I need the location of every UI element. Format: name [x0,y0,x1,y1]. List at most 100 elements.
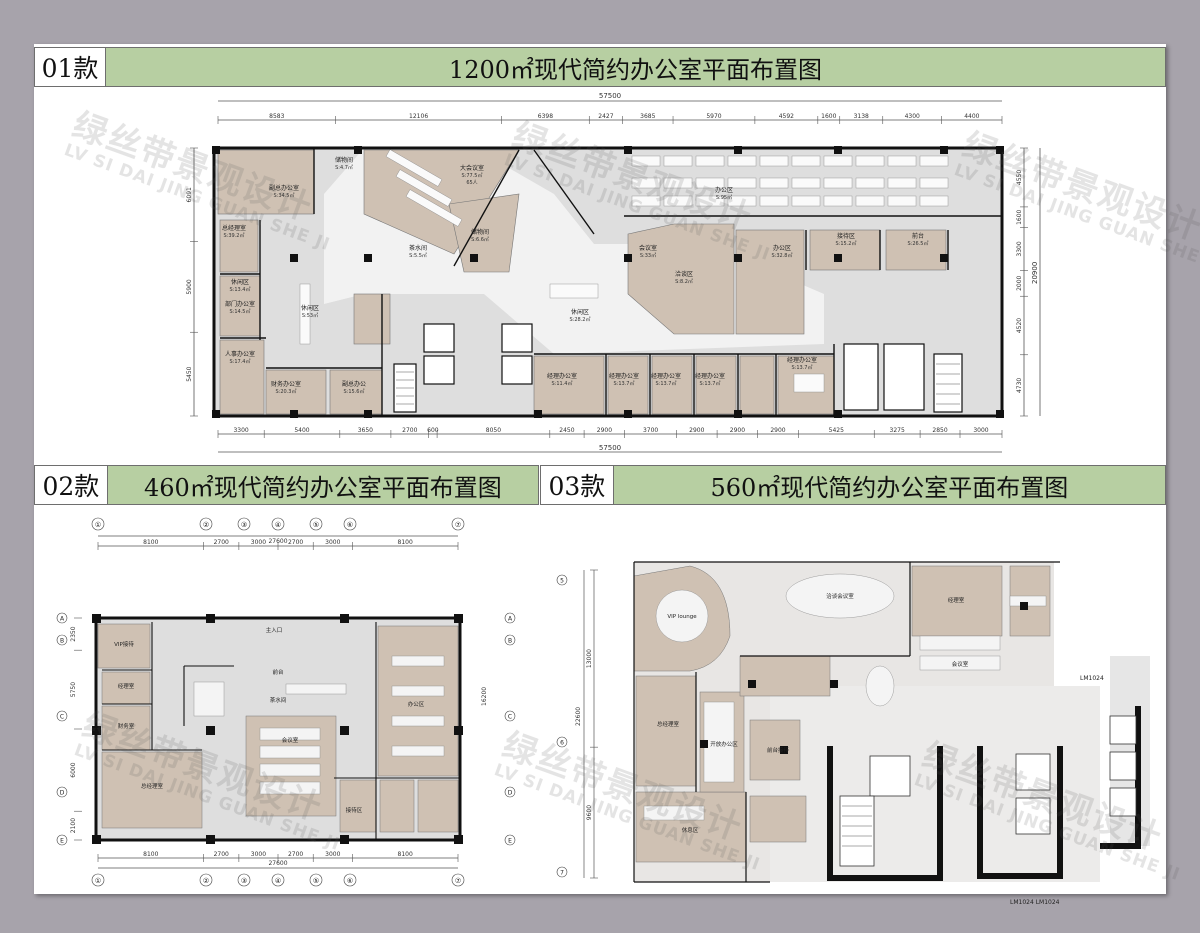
plan3-room-label: 休息区 [682,826,699,834]
plan1-top-dim-label: 6398 [538,113,553,120]
plan1-room-area: S:14.5㎡ [230,308,251,315]
plan1-room-name: 经理办公室 [787,356,817,364]
plan1-room-name: 人事办公室 [225,350,255,358]
plan2-room-label: 前台 [272,668,284,676]
plan3-left-dim-label: 9600 [586,805,593,820]
plan2-col-label: ⑥ [347,521,353,529]
sheet-title-02: 460㎡现代简约办公室平面布置图 [107,465,539,505]
drawing-sheet: 01款 1200㎡现代简约办公室平面布置图 02款 460㎡现代简约办公室平面布… [34,44,1200,906]
plan3-marker-2: LM1024 LM1024 [1010,899,1060,906]
plan2-col-marker [199,873,213,887]
plan2-bottom-dim-label: 3000 [325,851,340,858]
plan1-room-area: S:13.7㎡ [792,364,813,371]
plan2-col-label: ② [203,521,209,529]
plan2-top-dim-label: 3000 [251,539,266,546]
plan3-axis-marker [556,574,568,586]
plan1-right-dim-label: 4550 [1016,170,1023,185]
plan2-col-marker [343,517,357,531]
sheet-number-03: 03款 [540,465,614,505]
plan2-left-dim-label: 5750 [70,682,77,697]
plan2-row-marker [504,710,516,722]
plan1-room-area: S:6.6㎡ [471,236,489,243]
plan2-col-marker [199,517,213,531]
header-01: 01款 1200㎡现代简约办公室平面布置图 [34,47,1166,87]
plan2-col-label: ⑦ [455,877,461,885]
plan2-row-marker [56,710,68,722]
plan1-bottom-dim-label: 3700 [643,427,658,434]
plan2-room-label: 经理室 [118,682,135,690]
plan2-bottom-dim-label: 3000 [251,851,266,858]
plan1-room-name: 副总办公室 [269,184,299,192]
plan1-total-top: 57500 [599,92,621,100]
plan1-top-dim-label: 4300 [905,113,920,120]
plan2-col-marker [451,517,465,531]
plan1-room-area: S:26.5㎡ [908,240,929,247]
plan1-room-name: 茶水间 [409,244,427,252]
plan1-bottom-dim-label: 3300 [233,427,248,434]
plan2-top-dim-label: 2700 [214,539,229,546]
plan1-room-area: S:33㎡ [640,252,656,259]
plan2-row-marker [56,786,68,798]
plan1-room-name: 办公区 [715,186,733,194]
plan2-col-marker [271,873,285,887]
plan2-col-marker [237,873,251,887]
plan2-top-dim-label: 8100 [143,539,158,546]
plan1-room-name: 接待区 [837,232,855,240]
sheet-title-01: 1200㎡现代简约办公室平面布置图 [105,47,1166,87]
plan1-room-name: 经理办公室 [695,372,725,380]
plan3-axis-label: 6 [560,740,564,747]
plan3-axis-marker [556,866,568,878]
plan1-bottom-dim-label: 2900 [730,427,745,434]
plan3-room-label: 前台接待 [767,746,790,754]
plan2-room-label: 接待区 [346,806,363,814]
plan2-col-label: ③ [241,521,247,529]
plan1-room-area: S:8.2㎡ [675,278,693,285]
plan1-bottom-dim-label: 2900 [597,427,612,434]
plan2-top-dim-label: 8100 [398,539,413,546]
plan2-row-marker [504,612,516,624]
plan1-room-name: 经理办公室 [609,372,639,380]
plan2-col-label: ④ [275,877,281,885]
plan2-top-dim-label: 3000 [325,539,340,546]
plan1-room-name: 副总办公 [342,380,366,388]
plan1-right-dim-label: 2000 [1016,275,1023,290]
plan1-room-area: S:13.7㎡ [614,380,635,387]
plan1-room-area: S:28.2㎡ [570,316,591,323]
plan3-room-label: 总经理室 [657,720,680,728]
plan2-row-label: D [60,790,65,797]
header-02: 02款 460㎡现代简约办公室平面布置图 [34,465,539,505]
plan2-left-dim-label: 2350 [70,626,77,641]
plan2-col-label: ② [203,877,209,885]
plan1-bottom-dim-label: 600 [427,427,439,434]
plan1-room-name: 储物间 [471,228,489,236]
plan1-room-area: S:15.6㎡ [344,388,365,395]
plan1-total-bottom: 57500 [599,444,621,452]
plan2-room-label: 会议室 [282,736,299,744]
plan1-room-area: S:13.7㎡ [700,380,721,387]
plan1-left-dim-label: 5900 [186,279,193,294]
plan1-top-dim-label: 3685 [640,113,655,120]
plan2-col-marker [91,517,105,531]
plan1-room-area: S:95㎡ [716,194,732,201]
plan2-row-label: A [60,616,65,623]
plan2-col-label: ③ [241,877,247,885]
plan1-top-dim-label: 12106 [409,113,428,120]
plan1-room-area: S:32.8㎡ [772,252,793,259]
plan1-room-name: 休闲区 [571,308,589,316]
plan2-bottom-dim-label: 2700 [214,851,229,858]
plan1-bottom-dim-label: 3000 [973,427,988,434]
plan1-bottom-dim-label: 3275 [890,427,905,434]
plan2-col-label: ① [95,877,101,885]
plan3-room-label: 会议室 [952,660,969,668]
plan3-room-label: VIP lounge [667,614,697,620]
plan1-left-dim-label: 6091 [186,187,193,202]
plan2-room-label: 茶水间 [270,696,287,704]
plan1-bottom-dim-label: 8050 [486,427,501,434]
plan2-room-label: VIP接待 [114,640,134,648]
plan1-top-dim-label: 3138 [854,113,869,120]
plan3-axis-label: 7 [560,870,564,877]
plan2-row-label: C [508,714,512,721]
plan1-room-name: 总经理室 [222,224,246,232]
